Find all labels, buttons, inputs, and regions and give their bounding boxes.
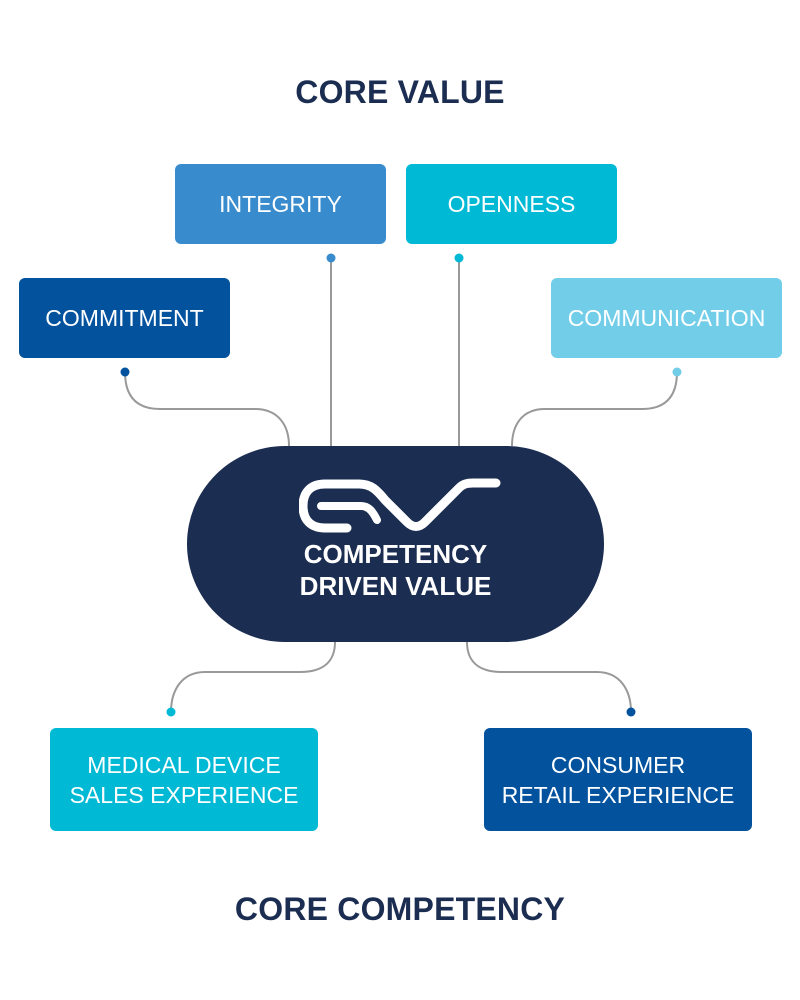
ev-logo-icon	[299, 478, 501, 533]
connector-consumer	[466, 641, 632, 713]
core-competency-heading: CORE COMPETENCY	[234, 891, 566, 927]
competency-label-line1: MEDICAL DEVICE	[87, 751, 281, 778]
connector-dot-openness	[454, 253, 464, 263]
center-title-line2: DRIVEN VALUE	[299, 571, 492, 601]
center-title-line1: COMPETENCY	[303, 539, 488, 569]
value-label: OPENNESS	[447, 191, 576, 217]
connector-commitment	[124, 371, 290, 447]
connector-medical	[170, 641, 336, 713]
core-value-heading: CORE VALUE	[295, 74, 505, 110]
connector-dot-integrity	[326, 253, 336, 263]
competency-box-consumer: CONSUMER RETAIL EXPERIENCE	[484, 728, 752, 831]
center-title: COMPETENCY DRIVEN VALUE	[187, 538, 604, 602]
competency-label-line2: RETAIL EXPERIENCE	[501, 781, 735, 808]
value-label: INTEGRITY	[219, 191, 342, 217]
center-hub: COMPETENCY DRIVEN VALUE	[187, 446, 604, 642]
value-box-communication: COMMUNICATION	[551, 278, 782, 358]
value-box-commitment: COMMITMENT	[19, 278, 230, 358]
connector-dot-consumer	[626, 707, 636, 717]
competency-box-medical: MEDICAL DEVICE SALES EXPERIENCE	[50, 728, 318, 831]
value-label: COMMUNICATION	[567, 305, 766, 331]
connector-dot-communication	[672, 367, 682, 377]
value-box-integrity: INTEGRITY	[175, 164, 386, 244]
value-label: COMMITMENT	[45, 305, 204, 331]
connector-dot-medical	[166, 707, 176, 717]
connector-dot-commitment	[120, 367, 130, 377]
competency-label-line2: SALES EXPERIENCE	[69, 781, 299, 808]
competency-label-line1: CONSUMER	[550, 751, 686, 778]
connector-communication	[511, 371, 678, 447]
value-box-openness: OPENNESS	[406, 164, 617, 244]
